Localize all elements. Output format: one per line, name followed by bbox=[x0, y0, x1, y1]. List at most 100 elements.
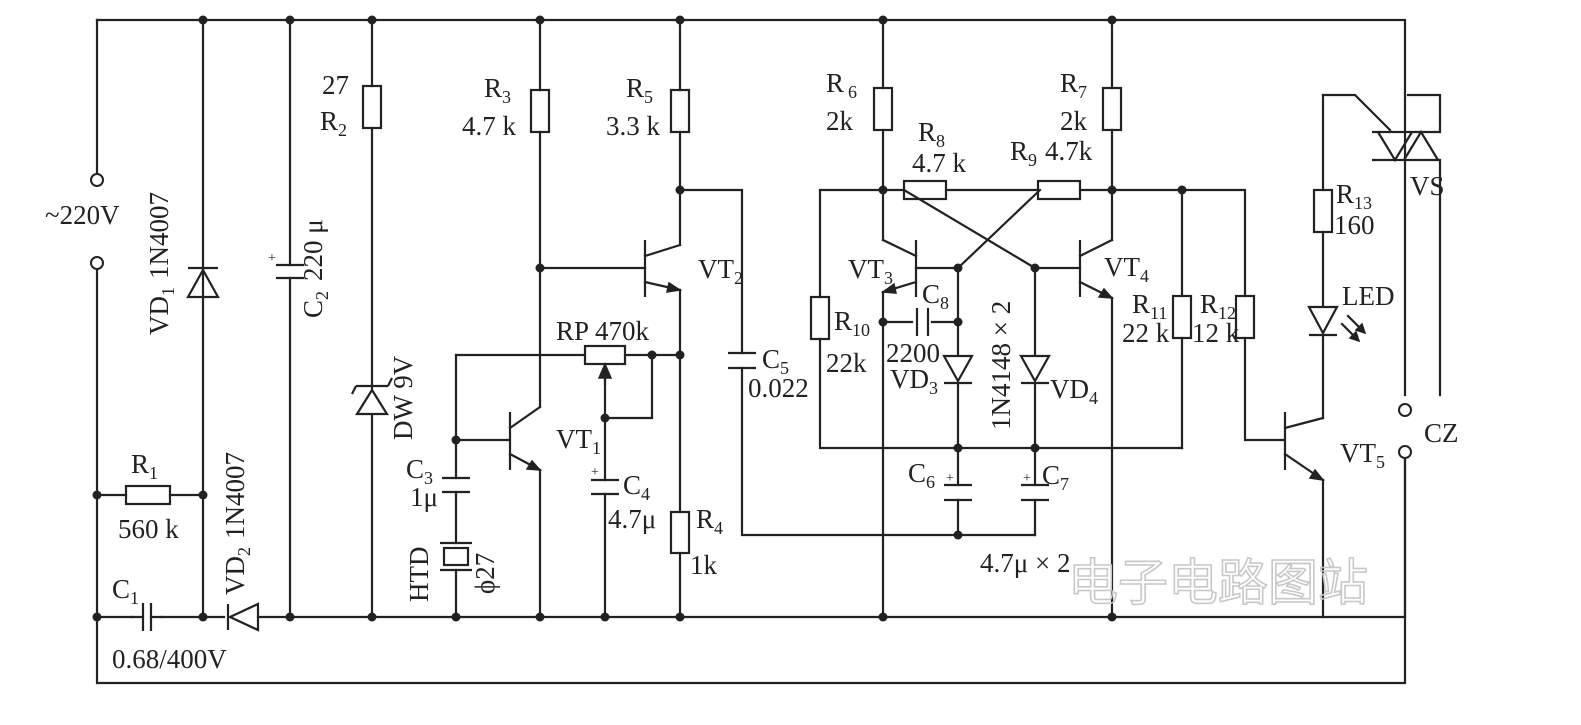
c4-value: 4.7μ bbox=[608, 504, 656, 534]
triac-vs bbox=[1372, 118, 1442, 397]
c8-label: C8 bbox=[922, 279, 949, 313]
transistor-vt5 bbox=[1283, 412, 1325, 482]
cz-terminal-bottom bbox=[1398, 445, 1412, 459]
c67-value: 4.7μ × 2 bbox=[980, 548, 1070, 578]
r3-value: 4.7 k bbox=[462, 111, 517, 141]
svg-text:+: + bbox=[946, 471, 954, 486]
c1-label: C1 bbox=[112, 574, 139, 608]
c1-value: 0.68/400V bbox=[112, 644, 227, 674]
c7-label: C7 bbox=[1042, 460, 1069, 494]
resistor-r12 bbox=[1234, 294, 1256, 340]
cz-label: CZ bbox=[1424, 418, 1459, 448]
r2-value: 27 bbox=[322, 70, 349, 100]
buzzer-htd bbox=[440, 541, 472, 572]
capacitor-c4: + bbox=[591, 465, 619, 496]
resistor-r2 bbox=[361, 84, 383, 130]
vt4-label: VT4 bbox=[1104, 252, 1149, 286]
r11-value: 22 k bbox=[1122, 318, 1170, 348]
c6-label: C6 bbox=[908, 458, 935, 492]
r1-label: R1 bbox=[131, 449, 158, 483]
r5-label: R5 bbox=[626, 73, 653, 107]
r10-value: 22k bbox=[826, 348, 867, 378]
vd34-value: 1N4148 × 2 bbox=[986, 301, 1016, 430]
zener-diode-dw bbox=[351, 377, 393, 416]
svg-text:+: + bbox=[591, 465, 599, 480]
vd1-label: VD11N4007 bbox=[144, 192, 178, 335]
led bbox=[1307, 305, 1367, 343]
r6-value: 2k bbox=[826, 106, 854, 136]
capacitor-c3 bbox=[442, 476, 470, 494]
htd-value: ϕ27 bbox=[470, 553, 500, 594]
c5-value: 0.022 bbox=[748, 373, 809, 403]
capacitor-c5 bbox=[728, 351, 756, 370]
vd4-label: VD4 bbox=[1050, 374, 1098, 408]
htd-label: HTD bbox=[404, 547, 434, 603]
resistor-r7 bbox=[1101, 86, 1123, 132]
ac-input-terminal-top bbox=[90, 173, 104, 187]
r3-label: R3 bbox=[484, 73, 511, 107]
resistor-r1 bbox=[124, 484, 172, 506]
resistor-r13 bbox=[1312, 188, 1334, 234]
dw-label: DW 9V bbox=[388, 355, 418, 440]
resistor-r9 bbox=[1036, 179, 1082, 201]
c5-label: C5 bbox=[762, 344, 789, 378]
cz-terminal-top bbox=[1398, 403, 1412, 417]
diode-vd3 bbox=[942, 354, 974, 385]
resistor-r10 bbox=[809, 295, 831, 341]
r13-label: R13 bbox=[1336, 179, 1372, 213]
transistor-vt3 bbox=[880, 238, 918, 297]
junction-dots bbox=[92, 15, 1187, 622]
watermark: 电子电路图站 bbox=[1068, 554, 1368, 612]
vs-label: VS bbox=[1410, 171, 1445, 201]
c3-label: C3 bbox=[406, 454, 433, 488]
r13-value: 160 bbox=[1334, 210, 1375, 240]
labels: ~220V VD11N4007 C2220 μ 27 R2 DW 9V R1 5… bbox=[45, 68, 1459, 674]
r11-label: R11 bbox=[1132, 289, 1167, 323]
r5-value: 3.3 k bbox=[606, 111, 661, 141]
resistor-r11 bbox=[1171, 294, 1193, 340]
transistor-vt1 bbox=[508, 405, 542, 472]
r4-value: 1k bbox=[690, 550, 718, 580]
capacitor-c1 bbox=[130, 603, 164, 631]
svg-text:+: + bbox=[1023, 471, 1031, 486]
r8-value: 4.7 k bbox=[912, 148, 967, 178]
led-label: LED bbox=[1342, 281, 1394, 311]
vt2-label: VT2 bbox=[698, 254, 743, 288]
c8-value: 2200 bbox=[886, 338, 940, 368]
vt5-label: VT5 bbox=[1340, 438, 1385, 472]
r2-label: R2 bbox=[320, 106, 347, 140]
resistor-r4 bbox=[669, 510, 691, 555]
r12-value: 12 k bbox=[1192, 318, 1240, 348]
capacitors: + + + + bbox=[130, 251, 1049, 631]
diodes bbox=[186, 266, 1367, 632]
transistor-vt2 bbox=[643, 240, 683, 297]
potentiometer-rp bbox=[583, 344, 627, 366]
diode-vd1 bbox=[186, 266, 220, 299]
vt1-label: VT1 bbox=[556, 424, 601, 458]
diode-vd4 bbox=[1019, 354, 1051, 385]
resistors bbox=[124, 84, 1334, 555]
vd3-label: VD3 bbox=[890, 364, 938, 398]
transistors bbox=[508, 238, 1325, 482]
capacitor-c6: + bbox=[944, 471, 972, 502]
svg-text:+: + bbox=[268, 251, 276, 266]
wires bbox=[95, 18, 1442, 685]
r10-label: R10 bbox=[834, 306, 870, 340]
r1-value: 560 k bbox=[118, 514, 179, 544]
r4-label: R4 bbox=[696, 504, 723, 538]
capacitor-c8 bbox=[915, 308, 930, 336]
c2-label: C2220 μ bbox=[298, 219, 332, 318]
resistor-r3 bbox=[529, 88, 551, 134]
capacitor-c7: + bbox=[1021, 471, 1049, 502]
diode-vd2 bbox=[226, 602, 260, 632]
transistor-vt4 bbox=[1078, 238, 1114, 300]
resistor-r5 bbox=[669, 88, 691, 134]
r8-label: R8 bbox=[918, 117, 945, 151]
resistor-r6 bbox=[872, 86, 894, 132]
r12-label: R12 bbox=[1200, 289, 1236, 323]
capacitor-c2: + bbox=[268, 251, 304, 280]
